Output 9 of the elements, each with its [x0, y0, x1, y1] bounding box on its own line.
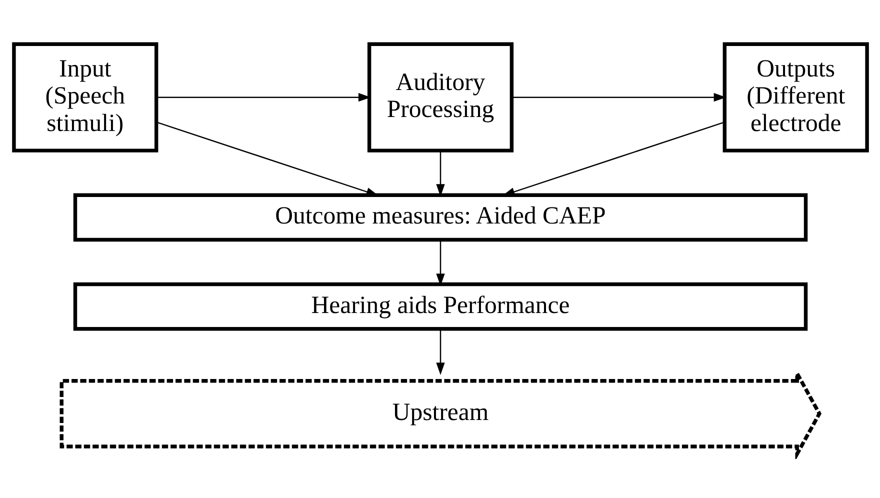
arrow: [156, 122, 378, 196]
node-box: Hearing aids Performance: [72, 282, 808, 331]
node-box: Auditory Processing: [366, 42, 514, 152]
arrow: [512, 92, 726, 102]
arrow: [156, 92, 370, 102]
node-box: Input (Speech stimuli): [12, 42, 158, 152]
arrow: [436, 328, 444, 375]
node-box: Outputs (Different electrode: [722, 42, 868, 152]
node-box: Outcome measures: Aided CAEP: [72, 193, 808, 242]
